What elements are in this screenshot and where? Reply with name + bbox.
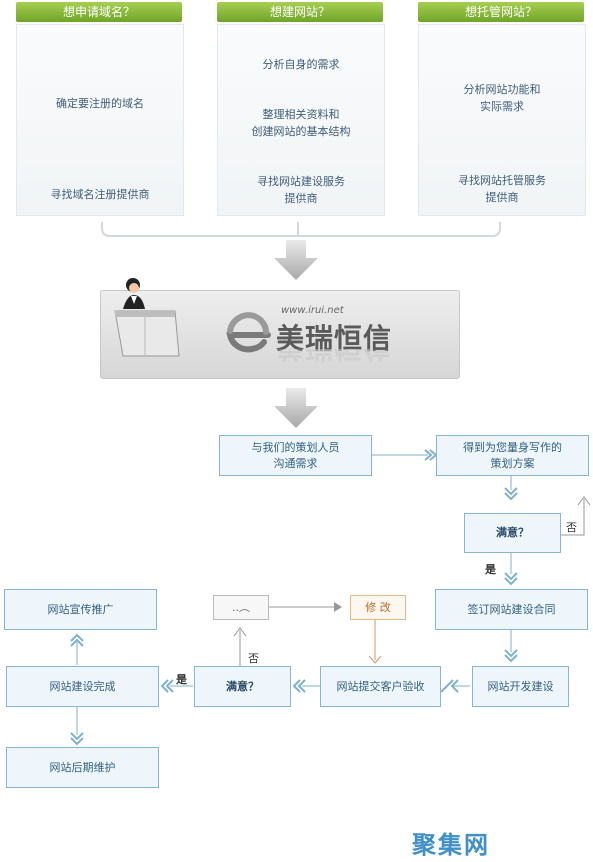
chevron-heads — [70, 449, 518, 746]
step-plan: 得到为您量身写作的策划方案 — [436, 435, 589, 476]
step-modify: 修 改 — [350, 595, 406, 620]
step-communicate: 与我们的策划人员沟通需求 — [219, 435, 372, 476]
banner-brand-reflection: 美瑞恒信 — [276, 349, 392, 369]
big-arrow-1 — [274, 240, 318, 280]
banner-url: www.irui.net — [281, 305, 344, 316]
column-domain: 确定要注册的域名 寻找域名注册提供商 — [16, 24, 184, 216]
step-submit: 网站提交客户验收 — [320, 666, 441, 707]
decision-satisfied-1: 满意？ — [464, 513, 561, 553]
domain-step-2: 寻找域名注册提供商 — [50, 188, 150, 201]
receptionist-icon — [114, 278, 180, 357]
company-banner: www.irui.net 美瑞恒信 美瑞恒信 — [100, 278, 460, 379]
tab-hosting: 想托管网站？ — [418, 2, 584, 22]
tab-build-site: 想建网站？ — [217, 2, 383, 22]
label-no-2: 否 — [248, 652, 259, 665]
domain-step-1: 确定要注册的域名 — [56, 97, 144, 110]
label-yes-1: 是 — [485, 563, 496, 576]
step-contract: 签订网站建设合同 — [435, 589, 588, 630]
big-arrow-2 — [274, 388, 318, 428]
column-build-site: 分析自身的需求 整理相关资料和 创建网站的基本结构 寻找网站建设服务 提供商 — [217, 24, 385, 216]
host-step-1-line2: 实际需求 — [480, 100, 524, 113]
decision-satisfied-2: 满意？ — [194, 666, 291, 707]
e-logo-icon — [226, 312, 271, 353]
merge-bracket — [101, 222, 501, 237]
step-promote: 网站宣传推广 — [4, 589, 157, 630]
host-step-2-line1: 寻找网站托管服务 — [458, 174, 546, 187]
step-communicate-line2: 沟通需求 — [273, 456, 318, 470]
build-step-2-line2: 创建网站的基本结构 — [251, 125, 351, 138]
host-step-1-line1: 分析网站功能和 — [463, 83, 541, 96]
build-step-2-line1: 整理相关资料和 — [262, 108, 340, 121]
column-hosting: 分析网站功能和 实际需求 寻找网站托管服务 提供商 — [418, 24, 586, 216]
host-step-2-line2: 提供商 — [485, 191, 519, 204]
step-develop: 网站开发建设 — [472, 666, 569, 707]
build-step-3-line2: 提供商 — [284, 192, 318, 205]
step-plan-line2: 策划方案 — [490, 456, 535, 470]
label-no-1: 否 — [566, 521, 577, 534]
step-done: 网站建设完成 — [6, 666, 159, 707]
watermark: 聚集网 — [412, 831, 490, 859]
tab-domain: 想申请域名？ — [16, 2, 182, 22]
step-communicate-line1: 与我们的策划人员 — [251, 440, 340, 454]
step-plan-line1: 得到为您量身写作的 — [463, 440, 562, 454]
build-step-3-line1: 寻找网站建设服务 — [257, 175, 345, 188]
step-maintain: 网站后期维护 — [6, 747, 159, 788]
banner-brand: 美瑞恒信 — [276, 322, 393, 355]
label-yes-2: 是 — [176, 673, 187, 686]
build-step-1: 分析自身的需求 — [262, 58, 340, 71]
sad-face-box: ..︵ — [213, 595, 269, 620]
